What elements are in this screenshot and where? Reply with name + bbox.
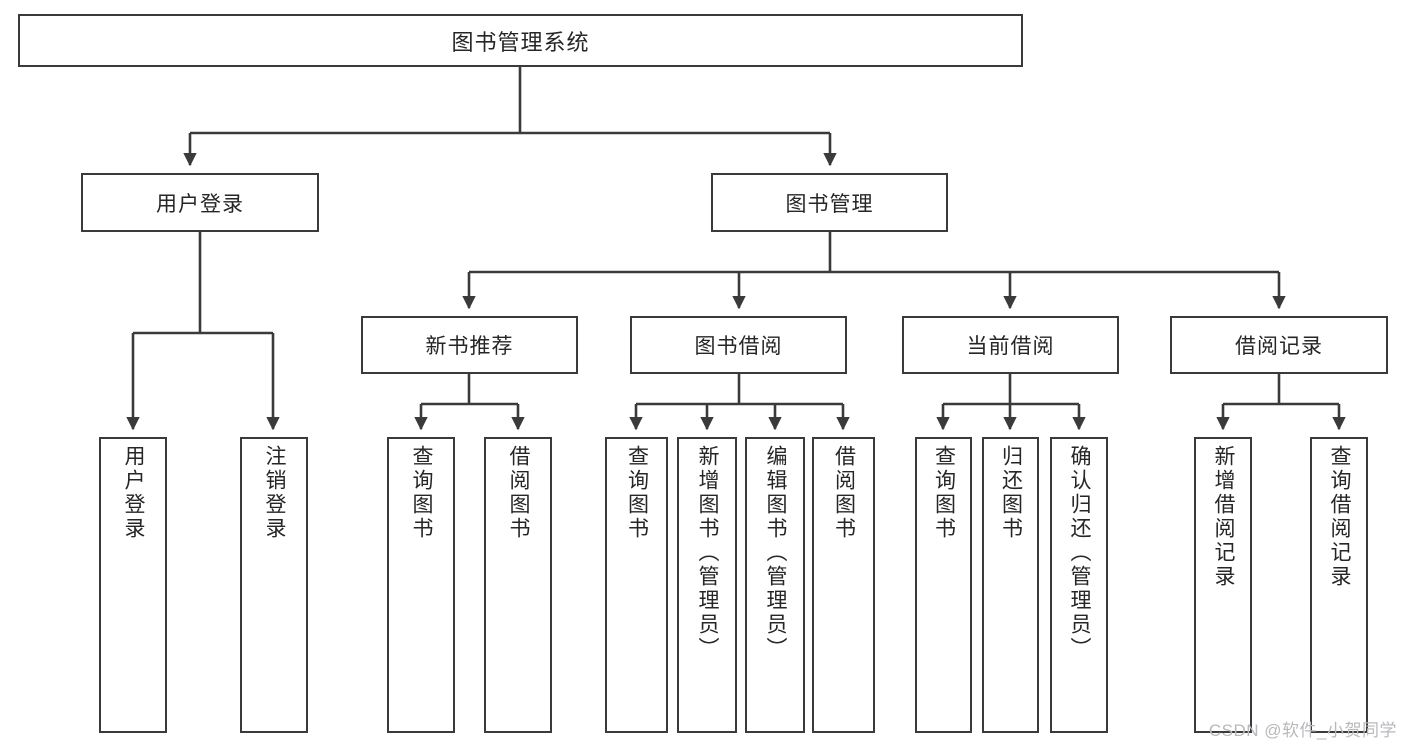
node-leaf-user-login-label: 用户登录: [122, 445, 146, 541]
node-leaf-query-borrow-record[interactable]: 查询借阅记录: [1310, 437, 1368, 733]
node-book-borrow[interactable]: 图书借阅: [630, 316, 847, 374]
node-leaf-borrow-book-2[interactable]: 借阅图书: [812, 437, 875, 733]
node-leaf-edit-book-admin[interactable]: 编辑图书（管理员）: [745, 437, 805, 733]
node-leaf-query-book-2-label: 查询图书: [625, 445, 649, 541]
node-leaf-query-book-1-label: 查询图书: [410, 445, 434, 541]
node-leaf-return-book-label: 归还图书: [999, 445, 1023, 541]
node-leaf-query-book-1[interactable]: 查询图书: [387, 437, 455, 733]
node-leaf-add-book-admin[interactable]: 新增图书（管理员）: [677, 437, 737, 733]
node-book-manage-label: 图书管理: [785, 192, 874, 216]
node-current-borrow-label: 当前借阅: [966, 335, 1055, 358]
node-leaf-query-book-3[interactable]: 查询图书: [915, 437, 972, 733]
node-current-borrow[interactable]: 当前借阅: [902, 316, 1119, 374]
node-leaf-user-login[interactable]: 用户登录: [99, 437, 167, 733]
node-leaf-confirm-return-admin[interactable]: 确认归还（管理员）: [1050, 437, 1108, 733]
node-leaf-return-book[interactable]: 归还图书: [982, 437, 1039, 733]
node-leaf-user-logout[interactable]: 注销登录: [240, 437, 308, 733]
node-new-book-recommend-label: 新书推荐: [425, 335, 514, 358]
node-borrow-record-label: 借阅记录: [1235, 335, 1323, 358]
node-leaf-borrow-book-2-label: 借阅图书: [832, 445, 856, 541]
node-leaf-add-book-admin-label: 新增图书（管理员）: [696, 445, 720, 661]
node-user-login-label: 用户登录: [156, 192, 244, 216]
node-leaf-edit-book-admin-label: 编辑图书（管理员）: [764, 445, 788, 661]
node-leaf-confirm-return-admin-label: 确认归还（管理员）: [1068, 445, 1092, 661]
node-leaf-add-borrow-record-label: 新增借阅记录: [1212, 445, 1236, 589]
node-borrow-record[interactable]: 借阅记录: [1170, 316, 1388, 374]
node-book-manage[interactable]: 图书管理: [711, 173, 948, 232]
node-leaf-query-book-2[interactable]: 查询图书: [605, 437, 668, 733]
node-root[interactable]: 图书管理系统: [18, 14, 1023, 67]
node-user-login[interactable]: 用户登录: [81, 173, 319, 232]
node-root-label: 图书管理系统: [451, 29, 590, 55]
csdn-watermark: CSDN @软件_小贺同学: [1208, 721, 1397, 740]
node-leaf-query-borrow-record-label: 查询借阅记录: [1328, 445, 1352, 589]
node-leaf-user-logout-label: 注销登录: [263, 445, 287, 541]
node-leaf-borrow-book-1[interactable]: 借阅图书: [484, 437, 552, 733]
node-new-book-recommend[interactable]: 新书推荐: [361, 316, 578, 374]
node-book-borrow-label: 图书借阅: [694, 335, 783, 358]
node-leaf-borrow-book-1-label: 借阅图书: [507, 445, 531, 541]
node-leaf-add-borrow-record[interactable]: 新增借阅记录: [1194, 437, 1252, 733]
node-leaf-query-book-3-label: 查询图书: [932, 445, 956, 541]
